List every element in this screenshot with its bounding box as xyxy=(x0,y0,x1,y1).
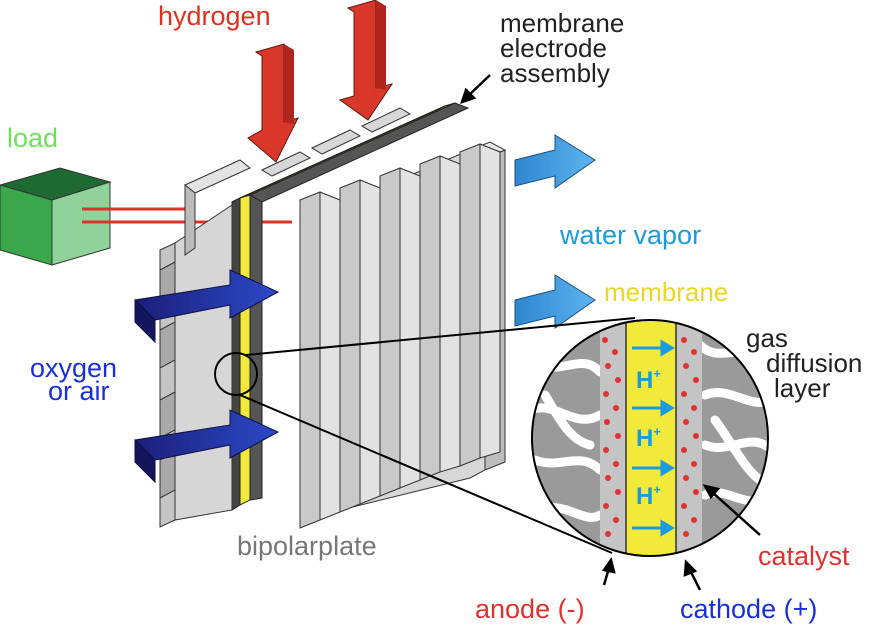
bipolarplate-label: bipolarplate xyxy=(237,531,377,561)
hydrogen-arrow-right xyxy=(338,0,394,121)
water-vapor-arrow-bottom xyxy=(514,274,596,329)
proton-arrows xyxy=(632,339,675,537)
hydrogen-arrow-left xyxy=(247,43,299,163)
proton-label-1: H+ xyxy=(636,366,661,394)
cross-section-zoom: H+ H+ H+ xyxy=(531,319,769,557)
anode-label: anode (-) xyxy=(475,594,585,624)
membrane-label: membrane xyxy=(604,277,728,307)
cathode-label: cathode (+) xyxy=(680,594,817,624)
pointer-arrows xyxy=(460,74,761,591)
water-vapor-label: water vapor xyxy=(559,220,701,250)
mea-label-line1: membrane xyxy=(500,8,624,38)
right-bipolar-plate xyxy=(299,141,507,529)
oxygen-label-line1: oxygen xyxy=(30,353,117,383)
hydrogen-label: hydrogen xyxy=(158,1,271,31)
load-label: load xyxy=(7,123,58,153)
gdl-label-line2: diffusion xyxy=(766,348,862,378)
oxygen-arrow-top xyxy=(134,269,280,344)
load-cube xyxy=(0,167,112,266)
plate-top-grooves xyxy=(260,107,412,177)
mea-label-line3: assembly xyxy=(500,58,610,88)
oxygen-label-line2: or air xyxy=(48,376,110,406)
water-vapor-arrow-top xyxy=(514,134,596,189)
catalyst-particles xyxy=(602,337,699,537)
proton-label-3: H+ xyxy=(636,482,661,510)
proton-label-2: H+ xyxy=(636,424,661,452)
mea-label-line2: electrode xyxy=(500,33,607,63)
gdl-label-line3: layer xyxy=(774,373,831,403)
oxygen-arrow-bottom xyxy=(134,409,280,484)
zoom-indicator xyxy=(214,317,636,554)
catalyst-label: catalyst xyxy=(758,541,850,571)
gdl-label-line1: gas xyxy=(746,323,788,353)
